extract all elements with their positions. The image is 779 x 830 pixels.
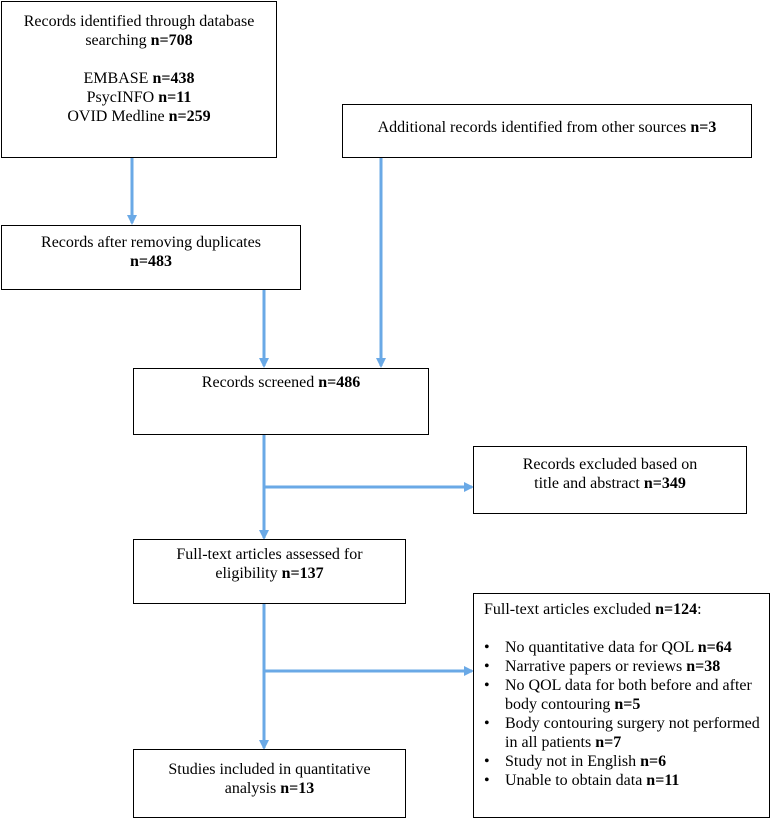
exclusion-reason: •Unable to obtain data n=11 [484,772,680,789]
embase-count-row: EMBASE n=438 [83,70,195,87]
bullet-icon: • [484,677,490,694]
additional-records-box: Additional records identified from other… [342,104,752,158]
bullet-icon: • [484,639,490,656]
exclusion-reason: •No quantitative data for QOL n=64 [484,639,732,656]
identification-box: Records identified through database sear… [1,1,277,158]
exclusion-reason: •Study not in English n=6 [484,753,667,770]
fulltext-excluded-box: Full-text articles excluded n=124: •No q… [473,593,770,818]
screened-count: n=486 [318,374,361,391]
fulltext-line1: Full-text articles assessed for [176,546,363,563]
exclusion-reason: •Narrative papers or reviews n=38 [484,658,721,675]
records-excluded-box: Records excluded based on title and abst… [473,446,747,514]
bullet-icon: • [484,753,490,770]
exclusion-reasons-list: •No quantitative data for QOL n=64 •Narr… [474,638,763,790]
identification-count: n=708 [150,32,193,49]
excluded-line1: Records excluded based on [522,456,698,473]
fulltext-excluded-count: n=124 [655,601,698,618]
fulltext-line2: eligibility n=137 [215,565,324,582]
additional-count: n=3 [690,119,717,136]
medline-count-row: OVID Medline n=259 [67,108,211,125]
psycinfo-count-row: PsycINFO n=11 [86,89,192,106]
excluded-line2: title and abstract n=349 [534,475,686,492]
duplicates-label: Records after removing duplicates [41,234,261,251]
records-screened-box: Records screened n=486 [133,368,429,435]
duplicates-count: n=483 [129,253,172,270]
fulltext-excluded-title: Full-text articles excluded n=124: [484,601,702,618]
studies-included-box: Studies included in quantitative analysi… [133,749,406,818]
fulltext-count: n=137 [281,565,324,582]
identification-line1: Records identified through database [23,13,255,30]
included-line1: Studies included in quantitative [168,761,371,778]
included-count: n=13 [280,780,315,797]
duplicates-removed-box: Records after removing duplicates n=483 [1,225,301,290]
exclusion-reason: •No QOL data for both before and after b… [484,677,752,713]
included-line2: analysis n=13 [224,780,315,797]
exclusion-reason: •Body contouring surgery not performed i… [484,715,760,751]
fulltext-assessed-box: Full-text articles assessed for eligibil… [133,539,406,604]
bullet-icon: • [484,658,490,675]
identification-line2: searching n=708 [85,32,193,49]
bullet-icon: • [484,772,490,789]
excluded-count: n=349 [643,475,686,492]
bullet-icon: • [484,715,490,732]
